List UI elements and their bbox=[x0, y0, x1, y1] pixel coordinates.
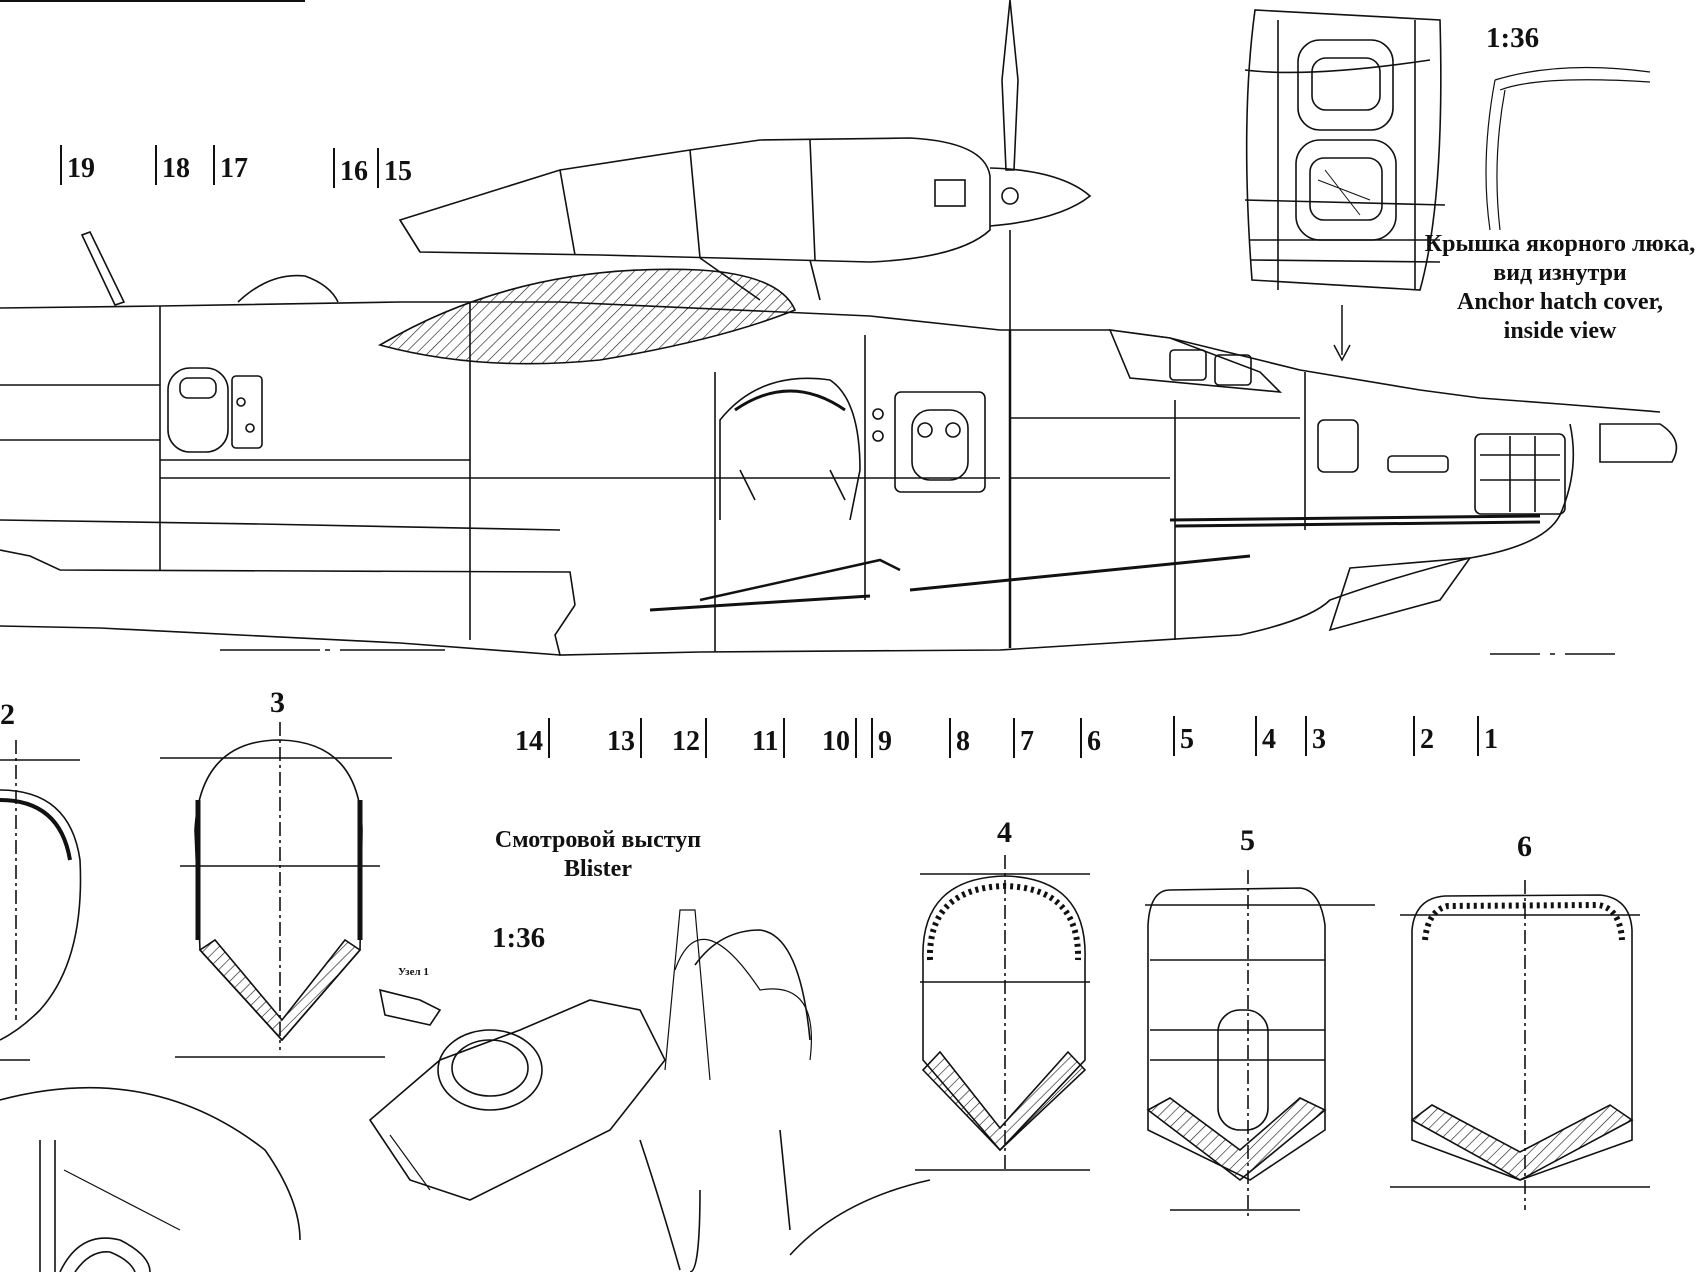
anchor-hatch-inset bbox=[1244, 9, 1651, 362]
station-label-17: 17 bbox=[208, 145, 248, 185]
station-label-4: 4 bbox=[1250, 716, 1276, 756]
cross-section-2 bbox=[0, 740, 82, 1061]
wing-and-engine bbox=[80, 0, 1092, 365]
station-label-3: 3 bbox=[1300, 716, 1326, 756]
section-label-2: 2 bbox=[0, 698, 15, 731]
station-label-13: 13 bbox=[607, 718, 647, 758]
hatch-caption: Крышка якорного люка, вид изнутри Anchor… bbox=[1410, 230, 1704, 346]
hatch-caption-ru-1: Крышка якорного люка, bbox=[1424, 231, 1696, 257]
hatch-caption-en-2: inside view bbox=[1503, 318, 1617, 344]
station-label-18: 18 bbox=[150, 145, 190, 185]
cross-section-3 bbox=[160, 722, 392, 1058]
section-label-3: 3 bbox=[270, 686, 285, 719]
station-label-7: 7 bbox=[1008, 718, 1034, 758]
station-label-12: 12 bbox=[672, 718, 712, 758]
station-label-10: 10 bbox=[822, 718, 862, 758]
hatch-caption-en-1: Anchor hatch cover, bbox=[1457, 289, 1663, 315]
station-label-15: 15 bbox=[372, 148, 412, 188]
cross-section-6 bbox=[1390, 880, 1650, 1210]
station-label-14: 14 bbox=[515, 718, 555, 758]
station-label-5: 5 bbox=[1168, 716, 1194, 756]
blister-caption: Смотровой выступ Blister bbox=[468, 826, 728, 884]
blister-caption-ru: Смотровой выступ bbox=[494, 827, 702, 853]
section-label-5: 5 bbox=[1240, 824, 1255, 857]
blister-caption-en: Blister bbox=[564, 856, 632, 882]
section-label-6: 6 bbox=[1517, 830, 1532, 863]
station-label-19: 19 bbox=[55, 145, 95, 185]
detail-label: Узел 1 bbox=[398, 966, 429, 978]
blister-detail bbox=[368, 909, 931, 1272]
section-label-4: 4 bbox=[997, 816, 1012, 849]
hatch-scale-label: 1:36 bbox=[1486, 22, 1540, 54]
station-label-9: 9 bbox=[866, 718, 892, 758]
bottom-left-sketch bbox=[0, 1086, 301, 1272]
hatch-caption-ru-2: вид изнутри bbox=[1493, 260, 1627, 286]
hull-side-view bbox=[0, 301, 1678, 656]
cross-section-5 bbox=[1145, 870, 1375, 1220]
station-label-16: 16 bbox=[328, 148, 368, 188]
cross-section-4 bbox=[915, 855, 1090, 1171]
station-label-1: 1 bbox=[1472, 716, 1498, 756]
station-label-6: 6 bbox=[1075, 718, 1101, 758]
blister-scale-label: 1:36 bbox=[492, 922, 546, 954]
station-label-8: 8 bbox=[944, 718, 970, 758]
station-label-11: 11 bbox=[752, 718, 790, 758]
station-label-2: 2 bbox=[1408, 716, 1434, 756]
